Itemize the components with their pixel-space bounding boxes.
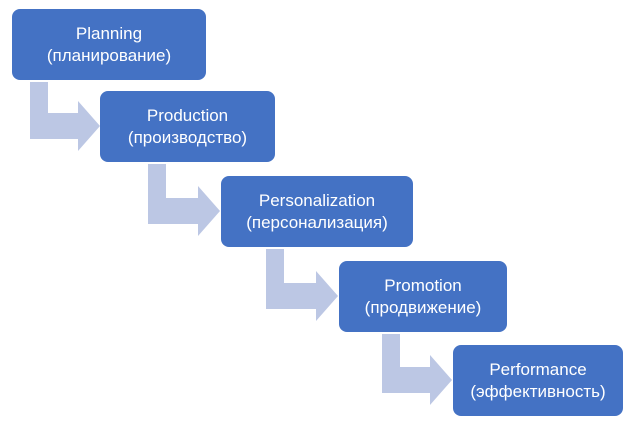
step-subtitle: (планирование)	[46, 45, 172, 65]
step-planning: Planning (планирование)	[12, 9, 206, 80]
step-title: Performance	[489, 359, 587, 379]
connector-arrow-3	[266, 249, 338, 321]
step-subtitle: (производство)	[127, 127, 248, 147]
step-subtitle: (эффективность)	[470, 381, 606, 401]
step-subtitle: (продвижение)	[364, 297, 482, 317]
step-performance: Performance (эффективность)	[453, 345, 623, 416]
step-promotion: Promotion (продвижение)	[339, 261, 507, 332]
step-title: Planning	[75, 23, 143, 43]
step-title: Personalization	[258, 190, 376, 210]
connector-arrow-1	[30, 82, 100, 151]
step-personalization: Personalization (персонализация)	[221, 176, 413, 247]
connector-arrow-2	[148, 164, 220, 236]
step-subtitle: (персонализация)	[246, 212, 388, 232]
step-title: Promotion	[384, 275, 462, 295]
step-title: Production	[146, 105, 229, 125]
connector-arrow-4	[382, 334, 452, 405]
step-production: Production (производство)	[100, 91, 275, 162]
